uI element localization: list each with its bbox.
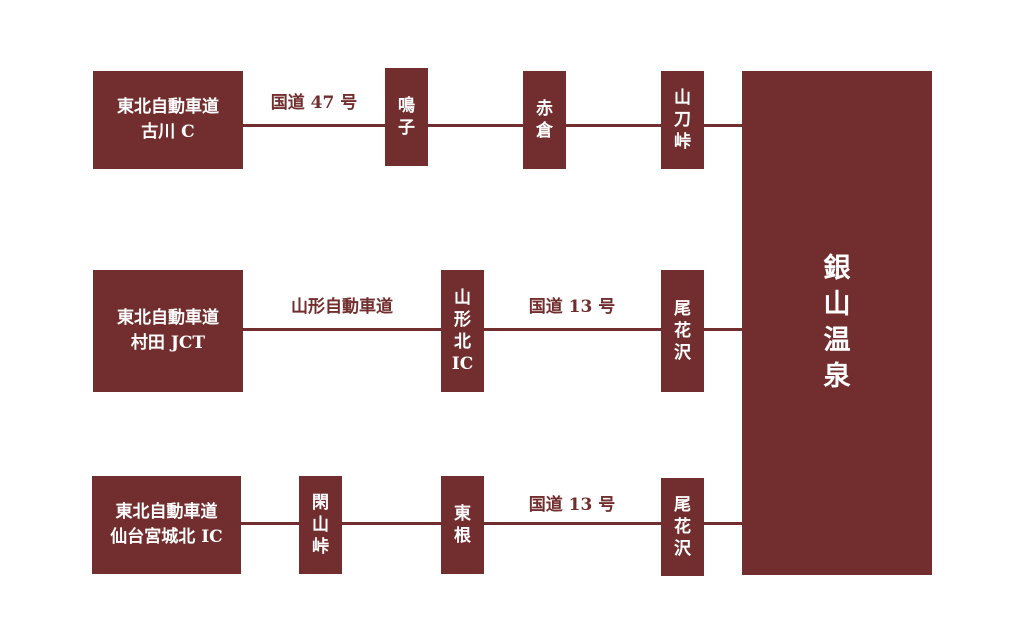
start-line2: 村田 JCT — [130, 333, 206, 353]
stop-higashine: 東根 — [441, 476, 484, 574]
stop-char: 形 — [454, 310, 471, 330]
stop-char: 泉 — [823, 361, 851, 392]
stop-char: 根 — [454, 526, 471, 546]
stop-naruko: 鳴子 — [385, 68, 428, 166]
stop-char: 山 — [454, 288, 471, 308]
start-line1: 東北自動車道 — [117, 308, 219, 328]
stop-akakura: 赤倉 — [523, 71, 566, 169]
stop-char: 尾 — [674, 299, 691, 319]
stop-char: 赤 — [536, 99, 553, 119]
start-line2: 仙台宮城北 IC — [110, 527, 223, 547]
stop-char: 北 — [454, 332, 471, 352]
stop-char: 山 — [312, 515, 329, 535]
road-label: 山形自動車道 — [291, 297, 393, 317]
stop-char: 閑 — [312, 493, 329, 513]
stop-char: 峠 — [674, 132, 691, 152]
stop-obanazawa: 尾花沢 — [661, 270, 704, 392]
start-box-murata: 東北自動車道村田 JCT — [93, 270, 243, 392]
stop-char: 花 — [674, 517, 691, 537]
road-label: 国道 47 号 — [270, 93, 358, 113]
stop-char: 刀 — [674, 110, 691, 130]
route-line-1 — [243, 124, 743, 127]
stop-kanzan-pass: 閑山峠 — [299, 476, 342, 574]
destination-ginzan-onsen: 銀山温泉 — [742, 71, 932, 575]
stop-char: 尾 — [674, 495, 691, 515]
stop-char: 温 — [823, 325, 851, 356]
stop-char: 山 — [823, 289, 851, 320]
stop-char: 鳴 — [398, 96, 415, 116]
start-box-sendai-miyagi-kita: 東北自動車道仙台宮城北 IC — [92, 476, 241, 574]
stop-char: 子 — [398, 118, 415, 138]
stop-char: 沢 — [674, 539, 691, 559]
stop-char: 倉 — [536, 121, 553, 141]
start-line1: 東北自動車道 — [115, 502, 218, 522]
stop-char: 山 — [674, 88, 691, 108]
stop-obanazawa: 尾花沢 — [661, 478, 704, 576]
start-line2: 古川 C — [141, 122, 195, 142]
road-label: 国道 13 号 — [528, 297, 616, 317]
route-line-3 — [241, 522, 743, 525]
stop-char: 峠 — [312, 537, 329, 557]
stop-char: 花 — [674, 321, 691, 341]
start-line1: 東北自動車道 — [117, 97, 219, 117]
stop-char: 銀 — [823, 253, 851, 284]
stop-char: IC — [451, 354, 474, 374]
route-line-2 — [243, 328, 743, 331]
start-box-furukawa: 東北自動車道古川 C — [93, 71, 243, 169]
road-label: 国道 13 号 — [528, 495, 616, 515]
stop-char: 沢 — [674, 343, 691, 363]
stop-natagi-pass: 山刀峠 — [661, 71, 704, 169]
stop-char: 東 — [454, 504, 471, 524]
